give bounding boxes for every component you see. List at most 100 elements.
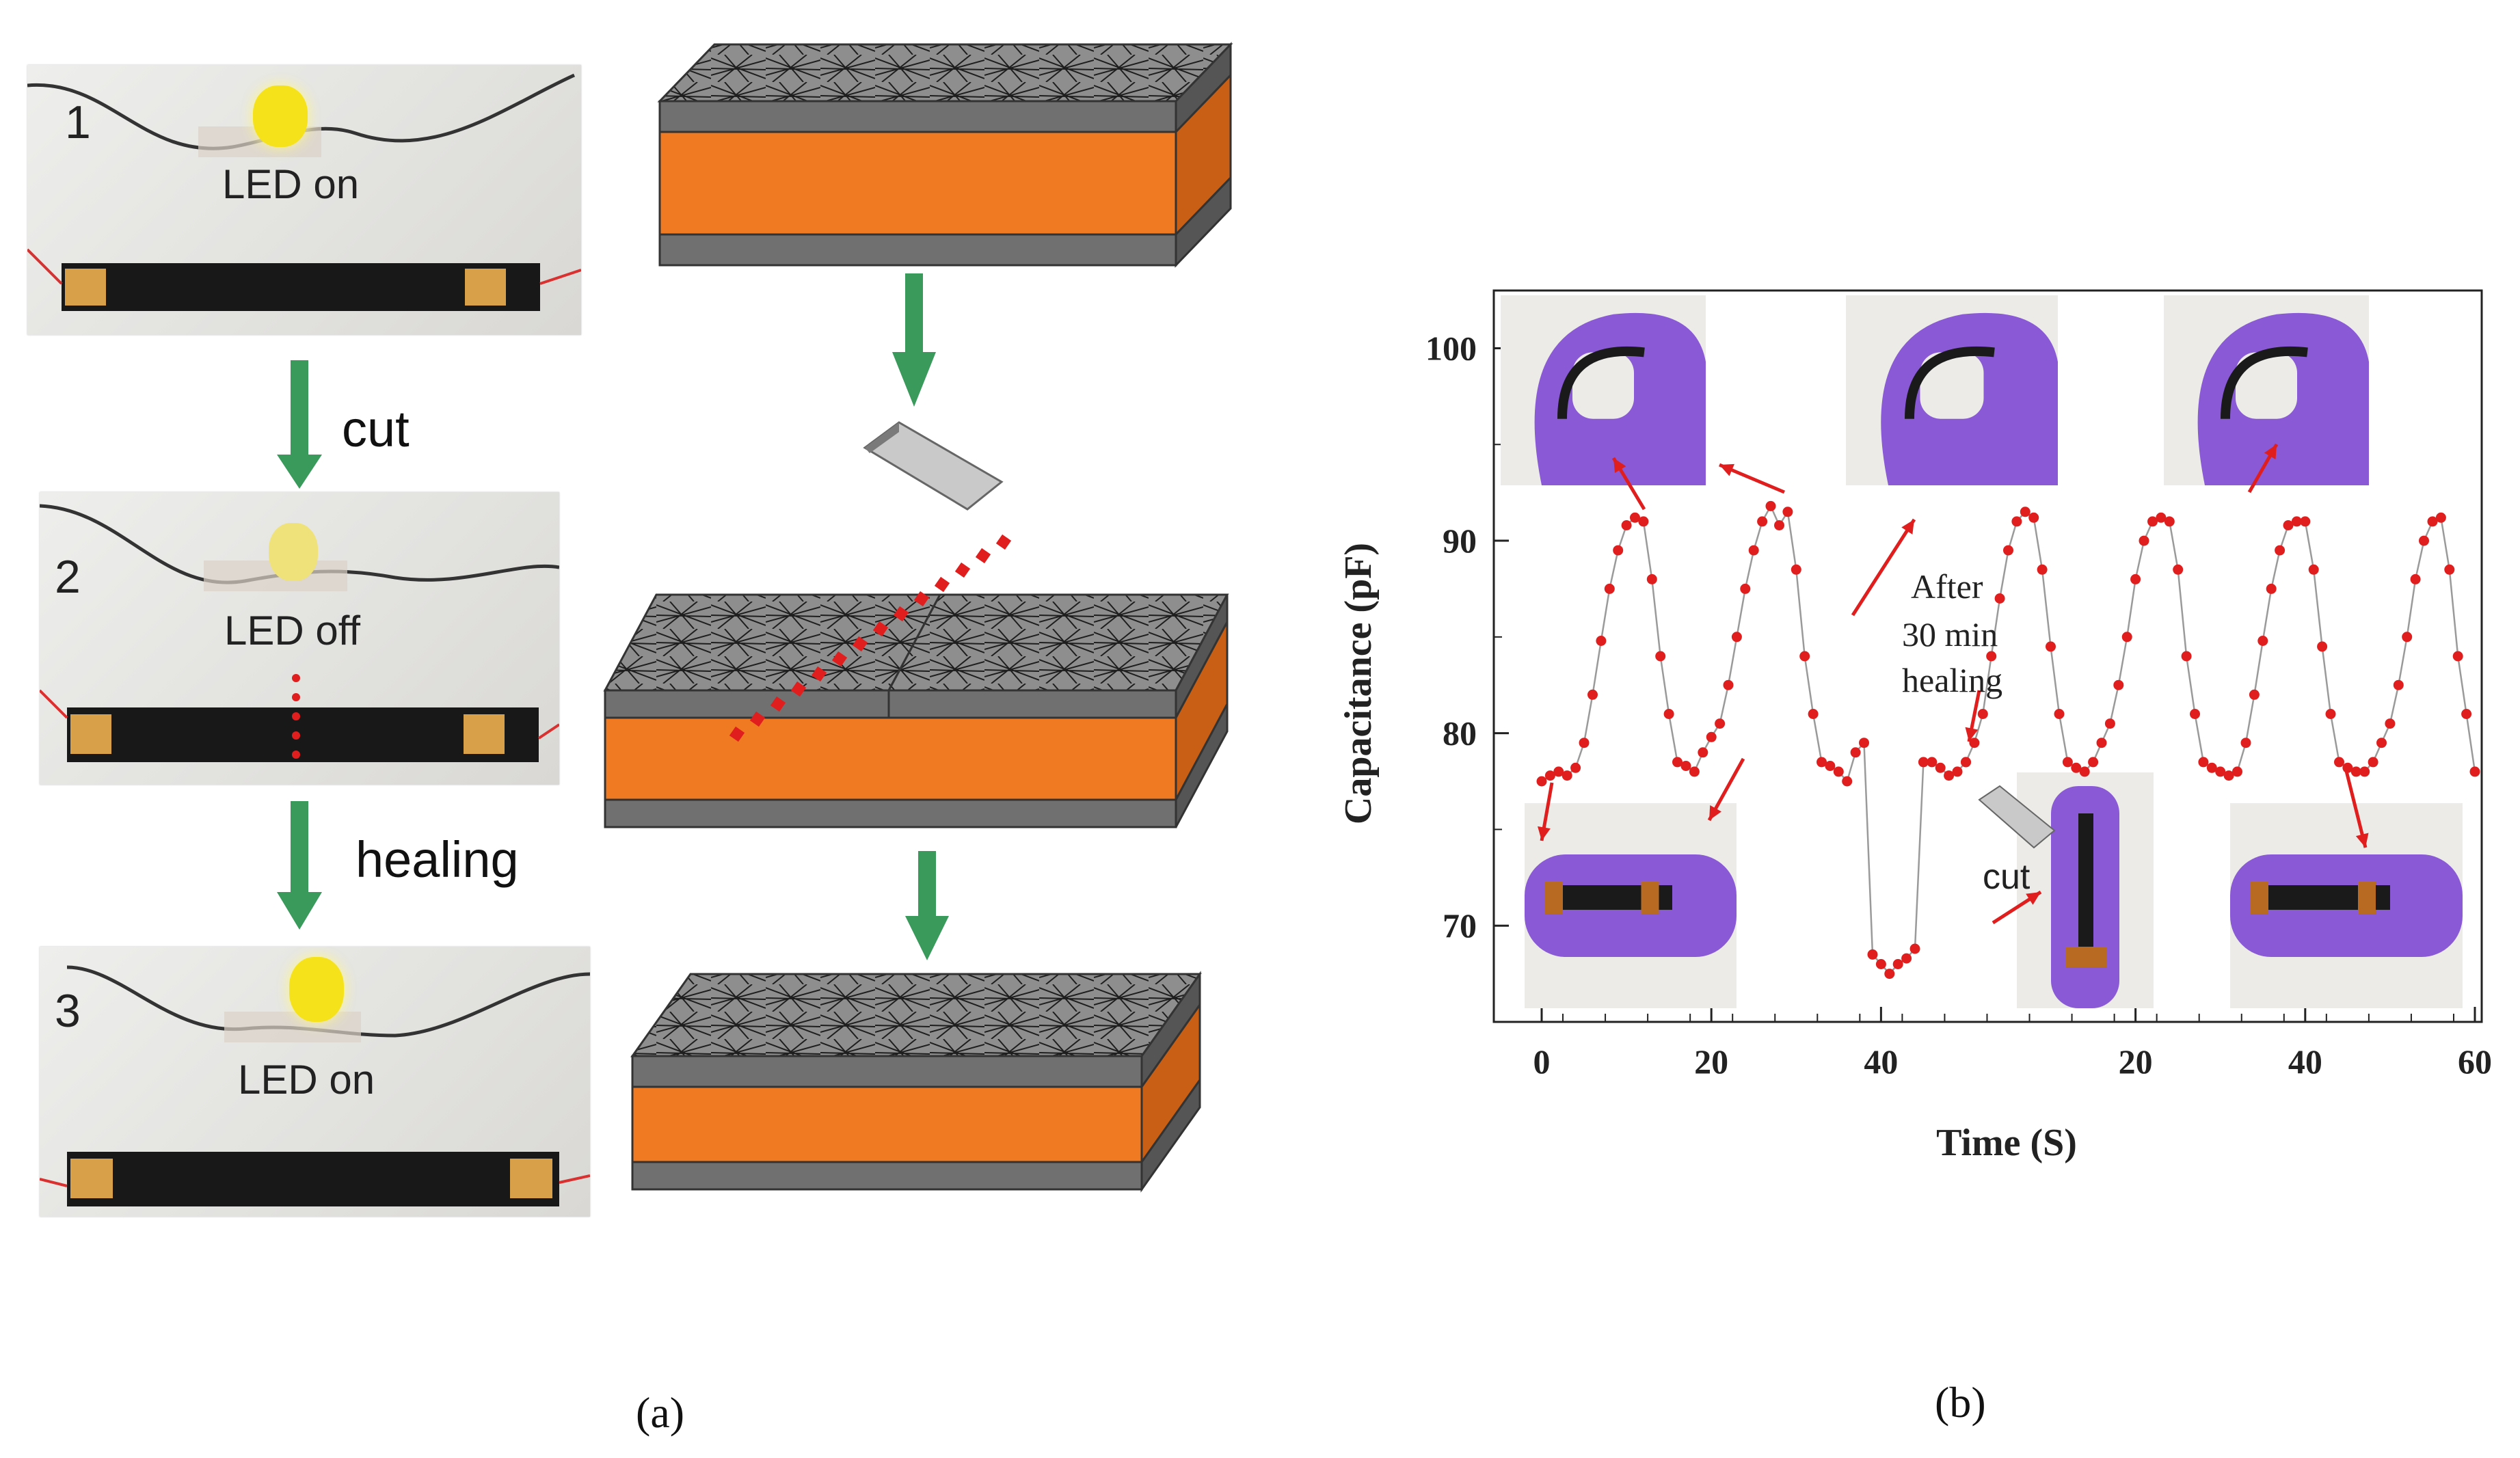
data-point bbox=[1613, 545, 1624, 556]
data-point bbox=[2173, 564, 2184, 575]
data-point bbox=[2275, 545, 2286, 556]
data-point bbox=[1799, 651, 1810, 662]
data-point bbox=[1553, 766, 1564, 777]
data-point bbox=[1875, 959, 1886, 969]
data-point bbox=[2385, 718, 2396, 729]
x-tick-label: 20 bbox=[1694, 1042, 1728, 1081]
data-point bbox=[1944, 770, 1955, 781]
data-point bbox=[2147, 516, 2158, 527]
data-point bbox=[1723, 679, 1734, 690]
arrow-icon bbox=[1992, 890, 2042, 925]
data-point bbox=[2300, 516, 2311, 527]
data-point bbox=[2190, 709, 2200, 719]
data-point bbox=[1909, 943, 1920, 954]
layer-schematics bbox=[603, 42, 1233, 1193]
data-point bbox=[1842, 776, 1853, 787]
data-point bbox=[1977, 709, 1988, 719]
data-point bbox=[1740, 583, 1751, 594]
data-point bbox=[1961, 757, 1971, 768]
data-point bbox=[1757, 516, 1768, 527]
data-point bbox=[2054, 709, 2065, 719]
data-point bbox=[2334, 757, 2344, 768]
data-point bbox=[2317, 641, 2328, 652]
healing-annotation-line-2: 30 min bbox=[1902, 615, 1998, 653]
data-point bbox=[1935, 762, 1946, 773]
data-point bbox=[2266, 583, 2277, 594]
data-point bbox=[2469, 766, 2480, 777]
led-status-label: LED off bbox=[224, 608, 361, 653]
arrow-icon bbox=[1965, 690, 1981, 742]
layer-stack-intact-top bbox=[657, 42, 1233, 268]
healing-step-label: healing bbox=[356, 831, 519, 888]
hand-photo-inset bbox=[1525, 803, 1737, 1008]
cut-line bbox=[729, 534, 1012, 742]
data-point bbox=[2359, 766, 2370, 777]
data-point bbox=[2257, 636, 2268, 646]
data-point bbox=[2046, 641, 2056, 652]
series-line bbox=[1965, 511, 2476, 777]
data-point bbox=[2062, 757, 2073, 768]
data-point bbox=[2096, 738, 2107, 748]
data-point bbox=[2291, 516, 2302, 527]
data-point bbox=[1774, 520, 1784, 530]
data-point bbox=[1952, 766, 1963, 777]
data-point bbox=[1833, 766, 1844, 777]
data-point bbox=[1859, 738, 1869, 748]
data-point bbox=[1850, 747, 1861, 758]
data-point bbox=[2020, 507, 2030, 517]
x-axis-label: Time (S) bbox=[1936, 1122, 2077, 1164]
data-point bbox=[2419, 535, 2429, 546]
data-point bbox=[1544, 770, 1555, 781]
data-point bbox=[2402, 632, 2413, 643]
data-point bbox=[1680, 761, 1691, 771]
inset-photos bbox=[1501, 295, 2463, 1008]
led-bulb bbox=[253, 85, 308, 147]
data-point bbox=[2079, 766, 2090, 777]
data-point bbox=[2198, 757, 2209, 768]
data-point bbox=[1748, 545, 1759, 556]
data-point bbox=[1808, 709, 1819, 719]
data-point bbox=[2037, 564, 2048, 575]
y-tick-label: 80 bbox=[1443, 714, 1477, 753]
step-number: 1 bbox=[65, 96, 91, 148]
healing-annotation-line-1: After bbox=[1911, 567, 1983, 606]
arrow-icon bbox=[1538, 782, 1554, 841]
y-tick-label: 90 bbox=[1443, 522, 1477, 560]
data-point bbox=[2410, 573, 2421, 584]
data-point bbox=[2011, 516, 2022, 527]
data-point bbox=[2223, 770, 2234, 781]
data-point bbox=[2350, 766, 2361, 777]
data-point bbox=[2206, 762, 2217, 773]
data-point bbox=[1715, 718, 1726, 729]
led-bulb bbox=[289, 957, 344, 1022]
razor-blade-icon bbox=[863, 421, 1004, 511]
data-point bbox=[2181, 651, 2192, 662]
data-point bbox=[2215, 766, 2226, 777]
data-point bbox=[1927, 757, 1938, 768]
arrow-icon bbox=[1851, 518, 1916, 617]
hand-photo-inset bbox=[2164, 295, 2369, 485]
series-points bbox=[1536, 500, 2480, 980]
data-point bbox=[2452, 651, 2463, 662]
data-point bbox=[2444, 564, 2455, 575]
data-point bbox=[2104, 718, 2115, 729]
cut-line bbox=[292, 674, 300, 759]
hand-photo-inset bbox=[2017, 772, 2154, 1008]
layer-stack-cut bbox=[603, 593, 1229, 828]
data-point bbox=[1596, 636, 1607, 646]
cut-step-label: cut bbox=[342, 401, 410, 457]
data-point bbox=[1579, 738, 1590, 748]
data-point bbox=[2308, 564, 2319, 575]
data-point bbox=[1892, 959, 1903, 969]
data-point bbox=[2121, 632, 2132, 643]
data-point bbox=[1638, 516, 1649, 527]
panel-b-label: (b) bbox=[1935, 1378, 1986, 1427]
healing-annotation-line-3: healing bbox=[1902, 661, 2002, 699]
arrow-icon bbox=[2247, 443, 2279, 494]
data-point bbox=[2071, 762, 2082, 773]
cut-annotation: cut bbox=[1983, 857, 2030, 897]
data-point bbox=[1825, 761, 1836, 771]
data-point bbox=[1918, 757, 1929, 768]
data-point bbox=[2368, 757, 2378, 768]
